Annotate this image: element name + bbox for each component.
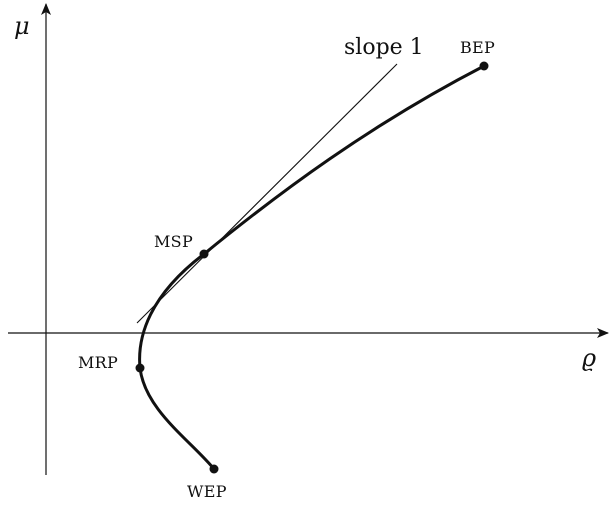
curve (138, 64, 485, 470)
label-msp: MSP (154, 232, 193, 251)
point-bep (479, 61, 489, 71)
tangent-line (136, 63, 398, 324)
label-wep: WEP (187, 482, 227, 501)
label-mrp: MRP (78, 353, 118, 372)
tangent-label: slope 1 (344, 35, 424, 60)
point-mrp (135, 363, 145, 373)
point-msp (199, 249, 209, 259)
point-wep (209, 464, 219, 474)
label-bep: BEP (460, 38, 495, 57)
y-axis-label: μ (14, 12, 30, 40)
x-axis-label: ϱ (582, 344, 596, 372)
